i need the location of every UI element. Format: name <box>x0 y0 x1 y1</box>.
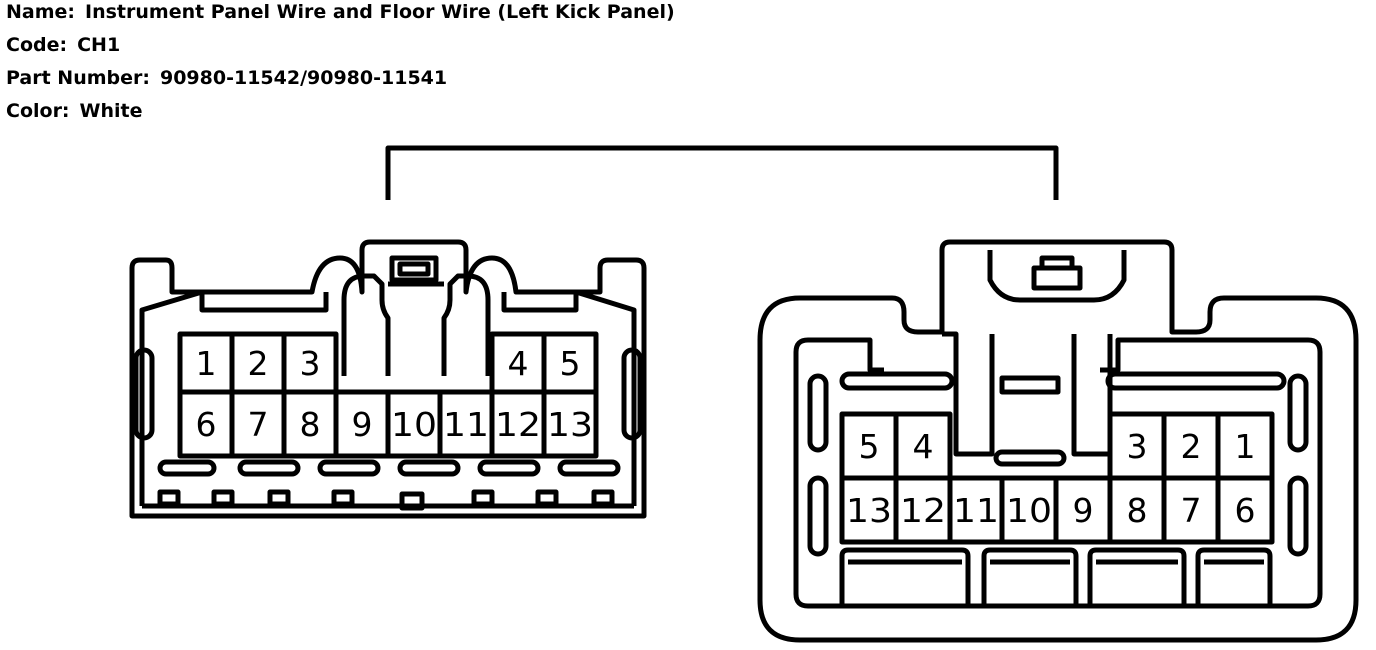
left-pin-label: 2 <box>248 344 269 383</box>
part-number-label: Part Number: <box>6 67 150 89</box>
left-housing-outline <box>129 239 647 519</box>
left-pin-label: 8 <box>300 405 321 444</box>
left-terminal-stubs <box>157 489 615 511</box>
right-rail-left <box>839 371 955 391</box>
right-pin-label: 9 <box>1073 491 1094 530</box>
left-pin-label: 3 <box>300 344 321 383</box>
color-value: White <box>79 100 143 122</box>
right-inner-face <box>793 337 1323 609</box>
right-pin-label: 6 <box>1235 491 1256 530</box>
right-pin-label: 13 <box>846 491 892 530</box>
color-row: Color: White <box>6 99 675 132</box>
left-pin-label: 6 <box>196 405 217 444</box>
code-row: Code: CH1 <box>6 33 675 66</box>
name-value: Instrument Panel Wire and Floor Wire (Le… <box>85 1 675 23</box>
left-inner-face-left <box>139 289 329 506</box>
left-lower-slots <box>157 459 621 477</box>
name-row: Name: Instrument Panel Wire and Floor Wir… <box>6 0 675 33</box>
right-lower-bays <box>839 547 1273 606</box>
right-pin-label: 7 <box>1181 491 1202 530</box>
left-pin-label: 9 <box>352 405 373 444</box>
right-pin-label: 2 <box>1181 427 1202 466</box>
left-lock-slot-right <box>441 273 491 376</box>
right-pin-label: 5 <box>859 427 880 466</box>
left-pin-label: 12 <box>495 405 541 444</box>
left-side-rib-right <box>621 347 643 441</box>
right-pin-numbers: 5 4 3 2 1 13 12 11 10 9 8 7 6 <box>846 427 1256 530</box>
right-latch-leg-right <box>1071 334 1113 457</box>
right-pin-label: 10 <box>1006 491 1052 530</box>
left-lock-slot-left <box>341 273 391 376</box>
right-pin-label: 3 <box>1127 427 1148 466</box>
left-pin-label: 4 <box>508 344 529 383</box>
left-pin-numbers: 1 2 3 4 5 6 7 8 9 10 11 12 13 <box>196 344 594 444</box>
code-label: Code: <box>6 34 68 56</box>
left-pin-label: 13 <box>547 405 593 444</box>
right-connector: 5 4 3 2 1 13 12 11 10 9 8 7 6 <box>757 239 1359 643</box>
left-inner-face-right <box>501 289 637 506</box>
left-pin-label: 11 <box>443 405 489 444</box>
left-pin-label: 5 <box>560 344 581 383</box>
connector-info: Name: Instrument Panel Wire and Floor Wir… <box>6 0 675 132</box>
right-pin-label: 4 <box>913 427 934 466</box>
right-latch-tab-top <box>1039 255 1075 271</box>
color-label: Color: <box>6 100 70 122</box>
left-pin-label: 1 <box>196 344 217 383</box>
left-bottom-row-dividers <box>229 392 547 456</box>
right-latch-slot <box>993 449 1067 467</box>
pairing-bracket <box>385 145 1059 200</box>
right-pin-label: 12 <box>900 491 946 530</box>
right-side-rib-left-bottom <box>807 475 829 557</box>
right-pin-label: 1 <box>1235 427 1256 466</box>
code-value: CH1 <box>77 34 121 56</box>
right-side-rib-left-top <box>807 373 829 453</box>
right-inner-face-left-step <box>808 337 884 373</box>
right-side-rib-right-top <box>1287 373 1309 453</box>
right-side-rib-right-bottom <box>1287 475 1309 557</box>
right-latch-arc <box>987 250 1127 303</box>
left-lock-tab-inner <box>397 261 431 277</box>
right-latch-leg-left <box>942 331 995 457</box>
left-pin-label: 7 <box>248 405 269 444</box>
right-housing-outline <box>757 239 1359 643</box>
right-rail-right <box>1105 371 1287 391</box>
right-pin-label: 11 <box>953 491 999 530</box>
left-side-rib-left <box>133 347 155 441</box>
right-pin-label: 8 <box>1127 491 1148 530</box>
name-label: Name: <box>6 1 76 23</box>
right-bottom-row-dividers <box>893 478 1221 542</box>
left-connector: 1 2 3 4 5 6 7 8 9 10 11 12 13 <box>129 239 647 519</box>
left-lock-tab <box>389 255 439 283</box>
part-number-row: Part Number: 90980-11542/90980-11541 <box>6 66 675 99</box>
part-number-value: 90980-11542/90980-11541 <box>159 67 448 89</box>
right-latch-notch <box>999 375 1061 395</box>
right-latch-tab <box>1031 265 1083 291</box>
left-pin-label: 10 <box>391 405 437 444</box>
